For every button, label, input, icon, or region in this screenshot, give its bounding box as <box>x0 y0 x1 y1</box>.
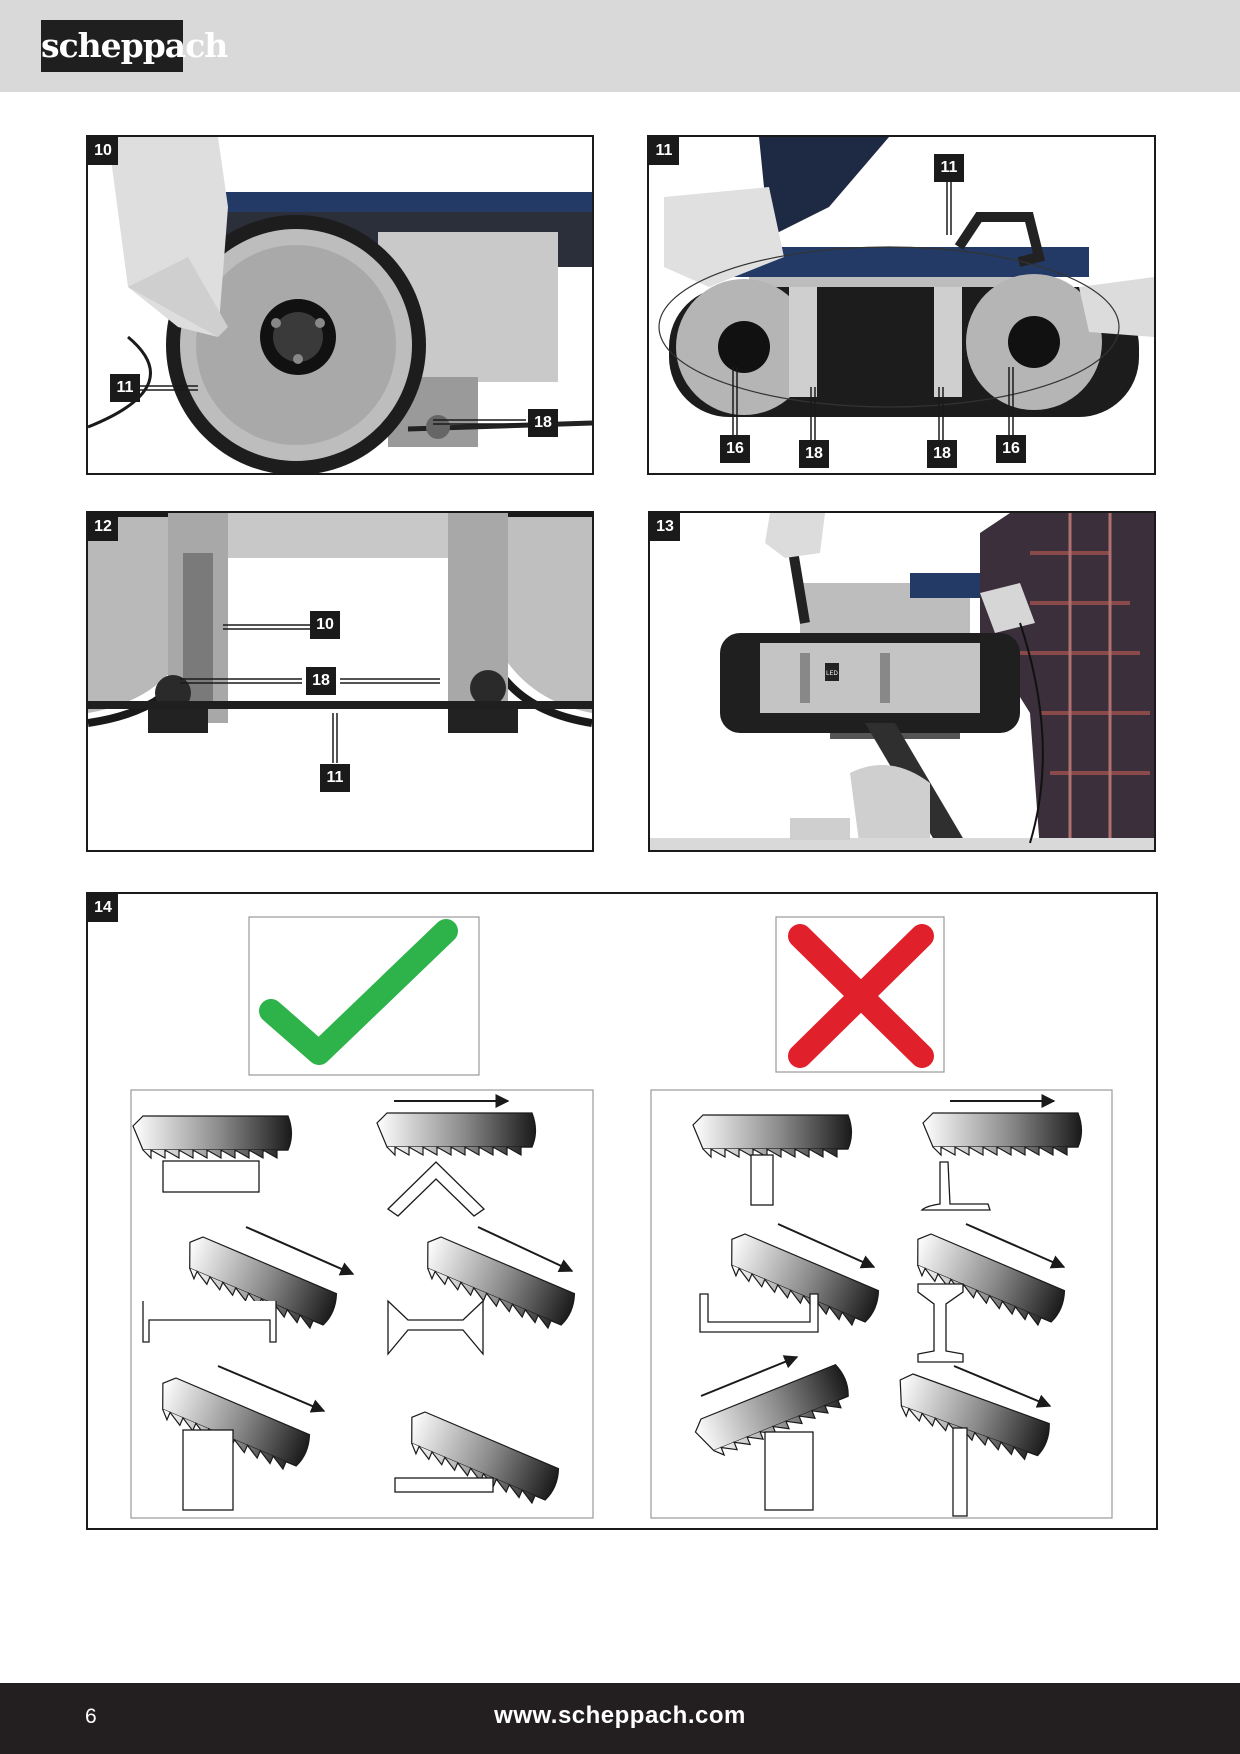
page-number: 6 <box>85 1705 97 1728</box>
figure-14: 14 <box>86 892 1158 1530</box>
correct-cut-angle <box>376 1094 537 1217</box>
figure-number: 11 <box>649 137 679 165</box>
correct-cut-thin-bar <box>394 1407 563 1510</box>
brand-logo: scheppach <box>41 20 228 72</box>
figure-number: 13 <box>650 513 680 541</box>
incorrect-cut-angle <box>920 1094 1083 1211</box>
figure-number: 10 <box>88 137 118 165</box>
callout-18: 18 <box>306 667 336 695</box>
correct-cut-flat <box>132 1115 293 1193</box>
incorrect-cut-thin-bar <box>888 1365 1054 1517</box>
correct-cut-ibeam <box>387 1226 579 1356</box>
callout-10: 10 <box>310 611 340 639</box>
figure-14-diagram <box>130 916 1113 1519</box>
correct-cut-channel <box>142 1226 355 1343</box>
figure-11: 11 11 1 <box>647 135 1156 475</box>
figure-10: 10 11 18 <box>86 135 594 475</box>
website-url[interactable]: www.scheppach.com <box>494 1702 746 1729</box>
incorrect-cut-flat-bar <box>692 1114 853 1206</box>
callout-11: 11 <box>110 374 140 402</box>
page-header: scheppach <box>0 0 1240 92</box>
figure-12: 12 10 18 11 <box>86 511 594 852</box>
figure-12-photo <box>88 513 592 850</box>
figure-13-photo: LED <box>650 513 1154 850</box>
correct-cut-tall-block <box>149 1365 326 1511</box>
callout-18: 18 <box>528 409 558 437</box>
figure-number: 14 <box>88 894 118 922</box>
callout-11: 11 <box>320 764 350 792</box>
callout-16: 16 <box>720 435 750 463</box>
callout-16: 16 <box>996 435 1026 463</box>
page-footer: 6 www.scheppach.com <box>0 1683 1240 1754</box>
figure-13: 13 LED <box>648 511 1156 852</box>
led-label: LED <box>826 671 838 677</box>
cross-mark-icon <box>788 924 934 1068</box>
callout-11: 11 <box>934 154 964 182</box>
incorrect-cut-tall-block <box>691 1355 856 1511</box>
figure-10-photo <box>88 137 592 473</box>
figure-11-photo <box>649 137 1154 473</box>
figure-number: 12 <box>88 513 118 541</box>
incorrect-cut-ibeam <box>904 1223 1069 1363</box>
check-mark-icon <box>259 919 458 1065</box>
callout-18: 18 <box>927 440 957 468</box>
incorrect-cut-channel <box>699 1223 883 1333</box>
callout-18: 18 <box>799 440 829 468</box>
